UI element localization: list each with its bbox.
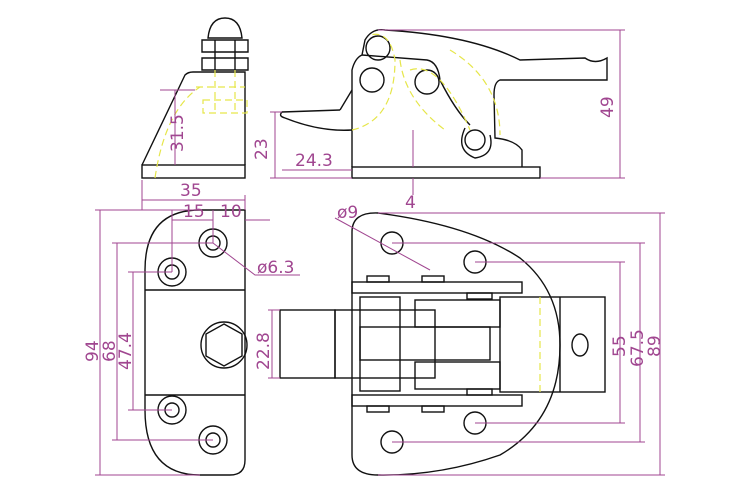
link-upper xyxy=(414,299,501,328)
dim-55: 55 xyxy=(610,335,630,357)
dim-35: 35 xyxy=(180,181,202,201)
lever-handle xyxy=(351,29,608,167)
link-lower xyxy=(414,361,501,390)
side-view-base xyxy=(351,166,541,179)
hex-bolt-icon xyxy=(200,321,248,369)
end-view-body xyxy=(141,71,246,166)
dimension-lines xyxy=(95,29,665,476)
dim-89: 89 xyxy=(645,335,665,357)
clevis xyxy=(334,309,436,379)
hex-head xyxy=(205,323,243,367)
plate-view xyxy=(144,209,248,476)
link-end xyxy=(461,127,492,159)
mounting-holes xyxy=(157,228,228,455)
end-view xyxy=(141,17,249,179)
side-view xyxy=(279,29,608,179)
dim-31-5: 31.5 xyxy=(168,114,188,152)
clamp-jaw xyxy=(279,109,353,131)
pins xyxy=(366,275,493,413)
rail-bottom xyxy=(351,394,523,407)
dim-10: 10 xyxy=(220,202,242,222)
end-view-base xyxy=(141,164,246,179)
top-view xyxy=(279,212,606,476)
slot-icon xyxy=(571,333,589,357)
pivot-pin-icon xyxy=(365,35,391,61)
dim-68: 68 xyxy=(100,340,120,362)
dim-22-8: 22.8 xyxy=(254,332,274,370)
dim-94: 94 xyxy=(83,340,103,362)
dim-49: 49 xyxy=(598,96,618,118)
dim-47-4: 47.4 xyxy=(116,332,136,370)
dimension-labels: 31.5 23 24.3 4 49 35 15 10 ø6.3 94 68 47… xyxy=(83,96,665,370)
pivot-pin-icon xyxy=(414,69,440,95)
hidden-arc xyxy=(351,33,501,136)
dim-67-5: 67.5 xyxy=(628,329,648,367)
rail-top xyxy=(351,281,523,294)
dim-15: 15 xyxy=(183,202,205,222)
pivot-pin-icon xyxy=(359,67,385,93)
dim-dia-6-3: ø6.3 xyxy=(257,258,294,278)
hex-nut xyxy=(201,39,249,71)
spindle-rod xyxy=(279,309,336,379)
pivot-pin-icon xyxy=(464,129,486,151)
dim-dia-9: ø9 xyxy=(337,203,358,223)
hidden-lines xyxy=(154,70,248,179)
dim-23: 23 xyxy=(252,138,272,160)
jaw-edge xyxy=(339,89,353,111)
clevis-side xyxy=(359,296,401,392)
dim-4: 4 xyxy=(405,193,416,213)
plate-outline xyxy=(144,209,246,476)
link-bar xyxy=(359,326,491,361)
cap-nut-dome xyxy=(207,17,243,39)
handle-block xyxy=(499,296,606,393)
dim-24-3: 24.3 xyxy=(295,151,333,171)
